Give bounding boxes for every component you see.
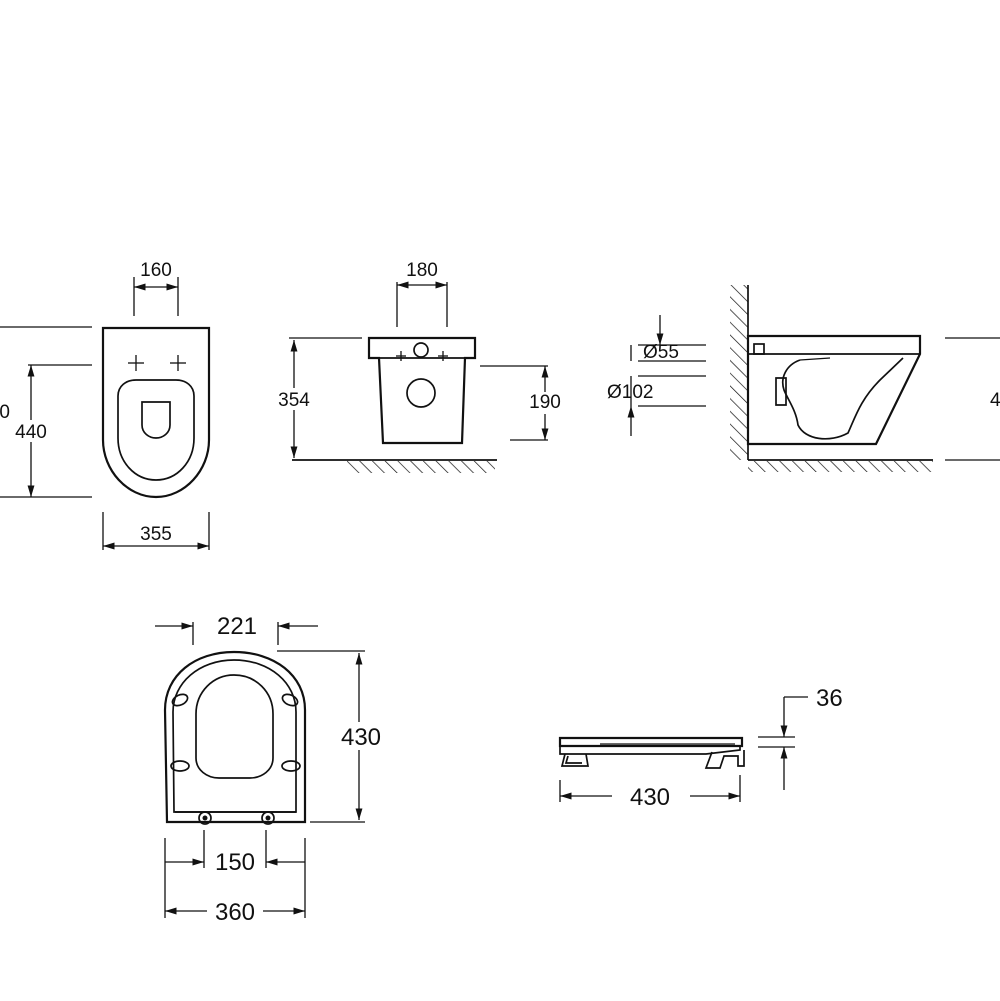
seat-side-view: 36 430 xyxy=(558,685,843,811)
dim-seat-length: 430 xyxy=(630,784,670,811)
dim-side-d-large: Ø102 xyxy=(607,382,653,403)
dim-seat-depth: 430 xyxy=(341,724,381,751)
dim-back-outlet-height: 190 xyxy=(529,392,561,413)
dim-back-height: 354 xyxy=(278,390,310,411)
dim-seat-hinge-spacing: 150 xyxy=(215,849,255,876)
bowl-side-view: Ø55 Ø102 4 xyxy=(607,285,1000,472)
dim-top-width-bottom: 355 xyxy=(140,524,172,545)
dim-seat-width-bottom: 360 xyxy=(215,899,255,926)
seat-top-view: 221 430 150 360 xyxy=(155,613,386,926)
dim-side-d-small: Ø55 xyxy=(643,342,679,363)
bowl-back-view: 180 354 190 xyxy=(274,260,566,473)
dim-side-height: 4 xyxy=(990,390,1000,411)
dim-back-width: 180 xyxy=(406,260,438,281)
dim-top-depth-full: 0 xyxy=(0,402,10,423)
bowl-top-view: 160 0 440 355 xyxy=(0,260,211,550)
dim-top-depth-inner: 440 xyxy=(15,422,47,443)
fixing-holes xyxy=(128,355,186,371)
dim-seat-thickness: 36 xyxy=(816,685,843,712)
dim-top-width: 160 xyxy=(140,260,172,281)
dim-seat-width-top: 221 xyxy=(217,613,257,640)
